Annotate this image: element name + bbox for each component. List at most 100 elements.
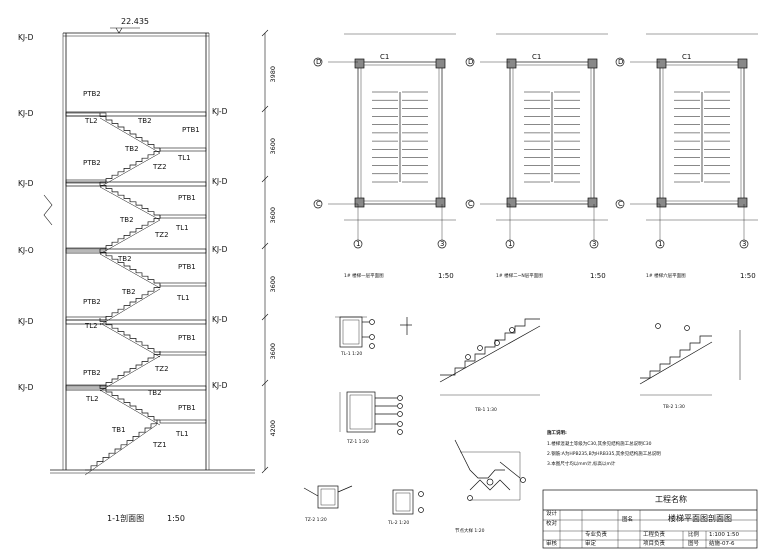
landing-slab bbox=[159, 147, 207, 152]
axis-label: KJ-D bbox=[18, 33, 34, 42]
stair-soffit bbox=[84, 424, 158, 476]
notes-line: 2.钢筋:A为HPB235,B为HRB335,其余见结构施工总说明 bbox=[547, 452, 661, 457]
scale-label: 比例 bbox=[688, 532, 700, 538]
flight-label: PTB2 bbox=[83, 369, 101, 377]
stair-flights bbox=[84, 113, 161, 476]
detail-caption-tl1: TL-1 1:20 bbox=[341, 352, 363, 357]
axis-label: KJ-D bbox=[18, 109, 34, 118]
flight-label: PTB1 bbox=[178, 404, 196, 412]
stair-flight bbox=[100, 215, 161, 250]
plan-1 bbox=[313, 33, 456, 249]
axis-label: KJ-D bbox=[212, 315, 228, 324]
left-label: 审定 bbox=[585, 541, 597, 547]
axis-label: KJ-O bbox=[18, 246, 34, 255]
stair-flight bbox=[100, 351, 161, 387]
flight-label: TL1 bbox=[176, 430, 189, 438]
flight-label: TB2 bbox=[122, 288, 136, 296]
detail-caption-tz: TZ-1 1:20 bbox=[347, 440, 369, 445]
stair-soffit bbox=[99, 117, 161, 154]
axis-label: C bbox=[618, 200, 623, 208]
plan-3 bbox=[615, 33, 758, 249]
landing-slab bbox=[65, 112, 107, 117]
axis-label: KJ-D bbox=[212, 107, 228, 116]
flight-label: PTB1 bbox=[178, 334, 196, 342]
plan-title: 1# 楼梯六层平面图 bbox=[646, 274, 686, 279]
axis-label: 3 bbox=[742, 240, 747, 248]
plan-scale: 1:50 bbox=[740, 272, 756, 280]
floor-slab bbox=[65, 181, 207, 187]
flight-label: TB2 bbox=[118, 255, 132, 263]
flight-label: PTB1 bbox=[182, 126, 200, 134]
stair-flight bbox=[99, 385, 160, 421]
landing-slab bbox=[159, 282, 207, 287]
axis-label: KJ-D bbox=[18, 317, 34, 326]
flight-label: TB2 bbox=[125, 145, 139, 153]
flight-label: TZ2 bbox=[155, 365, 169, 373]
axis-label: C bbox=[468, 200, 473, 208]
floor-height: 3600 bbox=[269, 207, 277, 224]
stair-flight bbox=[85, 419, 158, 471]
left-label: 专业负责 bbox=[585, 532, 608, 538]
flight-label: PTB2 bbox=[83, 90, 101, 98]
project-name-label: 工程名称 bbox=[655, 495, 687, 504]
stair-flight bbox=[100, 148, 161, 183]
flight-label: TZ2 bbox=[153, 163, 167, 171]
flight-label: TL2 bbox=[85, 322, 98, 330]
floor-height: 4200 bbox=[269, 420, 277, 437]
landing-slab bbox=[159, 419, 207, 424]
flight-label: PTB1 bbox=[178, 263, 196, 271]
flight-label: TL1 bbox=[178, 154, 191, 162]
stair-soffit bbox=[99, 219, 161, 255]
flight-label: TL2 bbox=[86, 395, 99, 403]
stair-plans bbox=[313, 33, 758, 249]
flight-label: PTB1 bbox=[178, 194, 196, 202]
stair-soffit bbox=[99, 355, 161, 392]
sheet-value: 结施-07-6 bbox=[709, 541, 735, 547]
axis-label: D bbox=[618, 58, 624, 66]
axis-label: 3 bbox=[592, 240, 597, 248]
plan-title: 1# 楼梯一层平面图 bbox=[344, 274, 384, 279]
row-label: 设计 bbox=[546, 511, 558, 517]
floor-slab bbox=[65, 319, 207, 325]
column-label: C1 bbox=[532, 53, 542, 61]
flight-label: TB1 bbox=[112, 426, 126, 434]
row-label: 审核 bbox=[546, 541, 558, 547]
section-scale: 1:50 bbox=[167, 514, 185, 523]
flight-label: PTB2 bbox=[83, 298, 101, 306]
plan-2 bbox=[465, 33, 608, 249]
elevation-mark bbox=[110, 27, 140, 34]
stair-flight bbox=[99, 113, 160, 149]
axis-label: KJ-D bbox=[212, 177, 228, 186]
stair-flight bbox=[99, 249, 160, 284]
axis-label: KJ-D bbox=[18, 383, 34, 392]
plan-scale: 1:50 bbox=[590, 272, 606, 280]
notes-line: 1.楼梯混凝土等级为C30,其余见结构施工总说明C30 bbox=[547, 442, 652, 447]
axis-label: KJ-D bbox=[212, 381, 228, 390]
row-label: 校对 bbox=[546, 521, 558, 527]
detail-caption-tb1: TB-1 1:30 bbox=[475, 408, 497, 413]
landing-slab bbox=[159, 351, 207, 356]
flight-label: TB2 bbox=[148, 389, 162, 397]
plan-title: 1# 楼梯二~N层平面图 bbox=[496, 274, 543, 279]
section-title: 1-1剖面图 bbox=[107, 514, 145, 523]
floor-slabs bbox=[65, 111, 207, 424]
stair-soffit bbox=[99, 186, 161, 221]
column-label: C1 bbox=[380, 53, 390, 61]
floor-height: 3600 bbox=[269, 138, 277, 155]
mid-label: 项目负责 bbox=[643, 541, 666, 547]
detail-drawings bbox=[303, 316, 741, 515]
mid-label: 工程负责 bbox=[643, 532, 666, 538]
axis-label: KJ-D bbox=[212, 245, 228, 254]
stair-soffit bbox=[99, 253, 161, 289]
sheet-label: 图号 bbox=[688, 541, 700, 547]
stair-soffit bbox=[99, 288, 161, 326]
floor-slab bbox=[65, 111, 207, 117]
title-block-frame bbox=[542, 489, 758, 549]
landing-slab bbox=[159, 214, 207, 219]
notes-heading: 施工说明: bbox=[547, 431, 567, 436]
column-label: C1 bbox=[682, 53, 692, 61]
top-elevation-label: 22.435 bbox=[121, 17, 149, 26]
axis-label: D bbox=[316, 58, 322, 66]
